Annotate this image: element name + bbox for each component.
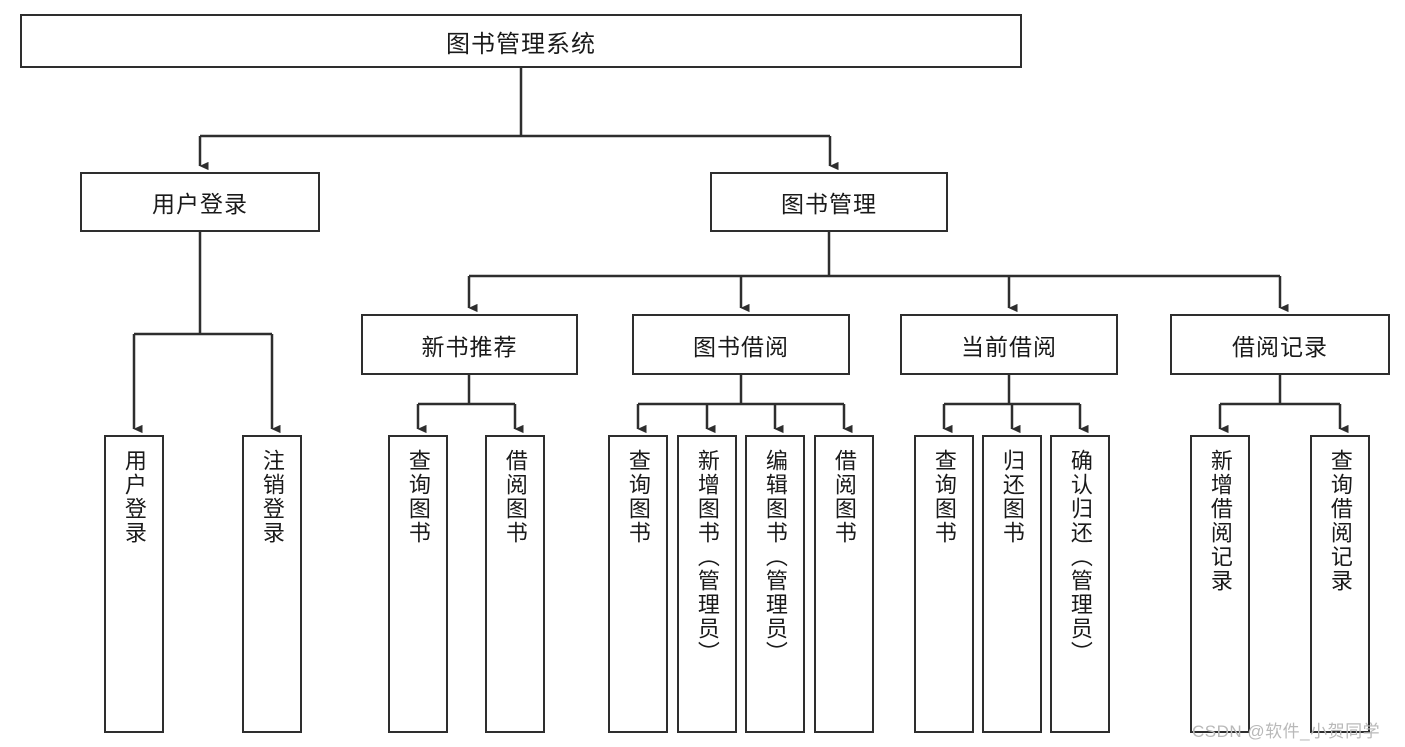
leaf-borrow-book-label: 借阅图书 (831, 449, 857, 545)
leaf-add-borrow-record[interactable]: 新增借阅记录 (1190, 435, 1250, 733)
node-book-management-label: 图书管理 (781, 191, 877, 217)
node-borrow-record[interactable]: 借阅记录 (1170, 314, 1390, 375)
leaf-query-book-recommend[interactable]: 查询图书 (388, 435, 448, 733)
leaf-borrow-book-recommend-label: 借阅图书 (502, 449, 528, 545)
leaf-logout[interactable]: 注销登录 (242, 435, 302, 733)
node-borrow-record-label: 借阅记录 (1232, 333, 1328, 360)
leaf-user-login-label: 用户登录 (121, 449, 147, 545)
leaf-query-borrow-record[interactable]: 查询借阅记录 (1310, 435, 1370, 733)
node-user-login-label: 用户登录 (152, 191, 248, 217)
csdn-watermark: CSDN @软件_小贺同学 (1192, 722, 1381, 741)
leaf-query-book-current[interactable]: 查询图书 (914, 435, 974, 733)
leaf-query-book-borrow[interactable]: 查询图书 (608, 435, 668, 733)
node-current-borrow[interactable]: 当前借阅 (900, 314, 1118, 375)
node-current-borrow-label: 当前借阅 (961, 333, 1057, 360)
node-book-borrow-label: 图书借阅 (693, 333, 789, 360)
leaf-query-borrow-record-label: 查询借阅记录 (1327, 449, 1353, 593)
leaf-confirm-return-label: 确认归还（管理员） (1067, 449, 1093, 665)
node-root-label: 图书管理系统 (446, 30, 596, 58)
node-new-book-recommend[interactable]: 新书推荐 (361, 314, 578, 375)
node-new-book-recommend-label: 新书推荐 (421, 333, 518, 360)
node-root[interactable]: 图书管理系统 (20, 14, 1022, 68)
leaf-edit-book[interactable]: 编辑图书（管理员） (745, 435, 805, 733)
leaf-borrow-book[interactable]: 借阅图书 (814, 435, 874, 733)
node-book-management[interactable]: 图书管理 (710, 172, 948, 232)
leaf-logout-label: 注销登录 (259, 449, 285, 545)
leaf-edit-book-label: 编辑图书（管理员） (762, 449, 788, 665)
leaf-user-login[interactable]: 用户登录 (104, 435, 164, 733)
node-book-borrow[interactable]: 图书借阅 (632, 314, 850, 375)
leaf-query-book-borrow-label: 查询图书 (625, 449, 651, 545)
node-user-login[interactable]: 用户登录 (80, 172, 320, 232)
leaf-borrow-book-recommend[interactable]: 借阅图书 (485, 435, 545, 733)
leaf-add-borrow-record-label: 新增借阅记录 (1207, 449, 1233, 593)
leaf-query-book-recommend-label: 查询图书 (405, 449, 431, 545)
leaf-return-book[interactable]: 归还图书 (982, 435, 1042, 733)
leaf-add-book-label: 新增图书（管理员） (694, 449, 720, 665)
leaf-return-book-label: 归还图书 (999, 449, 1025, 545)
leaf-confirm-return[interactable]: 确认归还（管理员） (1050, 435, 1110, 733)
leaf-add-book[interactable]: 新增图书（管理员） (677, 435, 737, 733)
leaf-query-book-current-label: 查询图书 (931, 449, 957, 545)
